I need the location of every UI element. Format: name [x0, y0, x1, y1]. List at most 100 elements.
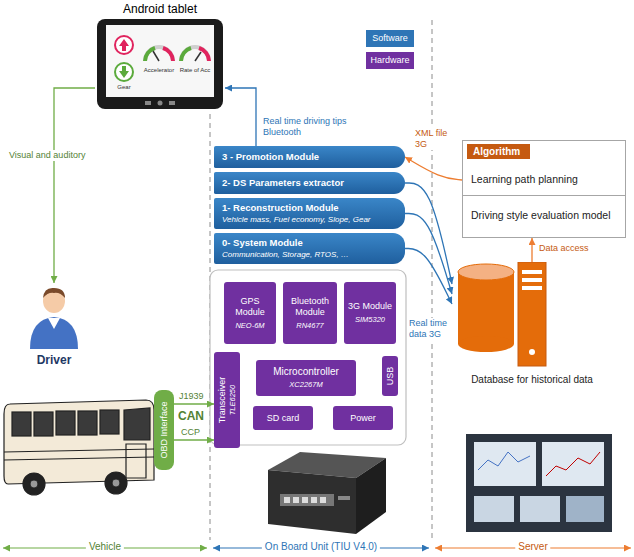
node-subtitle: NEO-6M — [235, 321, 264, 331]
node-title: Driving style evaluation model — [471, 209, 610, 222]
node-subtitle: RN4677 — [296, 321, 324, 331]
server-room-photo — [542, 442, 604, 486]
connector-label: Real time data 3G — [408, 318, 456, 340]
driver-icon — [18, 283, 90, 351]
bus-illustration — [4, 457, 154, 460]
tablet-illustration — [169, 101, 175, 105]
node-title: 0- System Module — [222, 237, 389, 249]
legend-swatch: Software — [366, 30, 414, 47]
database-and-server-icon — [458, 336, 514, 352]
connector-label: Real time driving tips Bluetooth — [262, 116, 376, 138]
node-subtitle: Vehicle mass, Fuel economy, Slope, Gear — [222, 214, 389, 225]
legend-text: Hardware — [366, 52, 414, 69]
hardware-module: 3G ModuleSIM5320 — [344, 282, 396, 344]
software-module: 3 - Promotion Module — [214, 146, 405, 168]
hardware-module: Power — [333, 406, 393, 430]
text-label: Gear — [117, 83, 130, 91]
device-photo — [356, 458, 386, 534]
server-room-photo — [474, 442, 536, 486]
tablet-illustration — [145, 48, 155, 61]
node-title: 3 - Promotion Module — [222, 151, 389, 163]
hardware-module: GPS ModuleNEO-6M — [224, 282, 276, 344]
connector-group — [54, 88, 532, 440]
connector-arrow — [174, 403, 214, 404]
database-and-server-icon — [522, 270, 542, 274]
node-title: 2- DS Parameters extractor — [222, 177, 389, 189]
text-label: Rate of Acc — [180, 66, 211, 74]
tablet-illustration — [115, 36, 133, 54]
node-title: SD card — [267, 413, 300, 424]
bus-illustration — [34, 412, 53, 436]
node-subtitle: TLE6250 — [228, 377, 238, 424]
database-and-server-icon — [522, 286, 542, 290]
server-room-photo — [546, 452, 600, 476]
tablet-illustration — [181, 48, 191, 61]
algorithm-item: Driving style evaluation model — [463, 195, 625, 235]
text-label: On Board Unit (TIU V4.0) — [262, 541, 380, 553]
legend-text: Software — [366, 30, 414, 47]
hardware-module: TransceiverTLE6250 — [214, 352, 240, 448]
bus-illustration — [112, 479, 120, 487]
bus-illustration — [100, 410, 119, 434]
node-title: 1- Reconstruction Module — [222, 202, 389, 214]
database-and-server-icon — [458, 264, 514, 280]
connector-label: J1939 — [178, 391, 205, 402]
tablet-illustration — [181, 47, 209, 61]
node-title: Microcontroller — [273, 366, 339, 378]
device-photo — [311, 497, 317, 503]
divider-line — [210, 20, 432, 540]
connector-arrow — [405, 249, 452, 305]
text-label: Vehicle — [86, 541, 124, 553]
tablet-illustration — [97, 19, 223, 109]
hardware-module: Bluetooth ModuleRN4677 — [283, 282, 337, 344]
software-module: 0- System ModuleCommunication, Storage, … — [214, 233, 405, 264]
bus-illustration — [126, 444, 146, 478]
database-and-server-icon — [529, 349, 535, 355]
tablet-illustration — [199, 48, 209, 61]
device-photo — [280, 494, 334, 506]
device-photo — [268, 452, 386, 534]
node-subtitle: SIM5320 — [355, 315, 385, 325]
tablet-illustration — [97, 19, 223, 109]
connector-arrow — [174, 439, 214, 440]
tablet: Android tablet — [95, 2, 225, 110]
bus-illustration — [30, 480, 38, 488]
node-title: Power — [350, 413, 376, 424]
node-title: Learning path planning — [471, 173, 578, 186]
tablet-illustration — [153, 51, 159, 61]
database-and-server-icon — [452, 262, 612, 372]
hardware-module: MicrocontrollerXC2267M — [256, 360, 356, 396]
connector-label: XML file 3G — [414, 128, 456, 150]
bus-illustration — [56, 411, 75, 435]
driver-icon — [48, 318, 60, 329]
server-room-photo — [466, 434, 612, 532]
hardware-module: SD card — [253, 406, 313, 430]
bus-illustration — [4, 400, 154, 484]
server-room-photo — [474, 496, 514, 522]
tablet-illustration — [145, 101, 151, 105]
tablet-illustration — [163, 48, 173, 61]
device-photo — [284, 497, 290, 503]
connector-label: Visual and auditory — [8, 150, 86, 161]
connector-arrow — [531, 238, 532, 262]
node-title: USB — [385, 367, 396, 386]
bus-illustration — [4, 449, 154, 452]
tablet-illustration — [145, 47, 173, 61]
tablet-illustration — [158, 101, 163, 106]
tablet-illustration — [119, 39, 129, 51]
node-title: Driver — [18, 353, 90, 367]
bus-illustration — [12, 412, 31, 436]
device-photo — [293, 497, 299, 503]
node-title: OBD Interface — [159, 401, 170, 458]
hardware-module: USB — [382, 356, 398, 396]
connector-label: CCP — [180, 427, 201, 438]
tablet-illustration — [115, 63, 133, 81]
database-and-server-icon — [522, 278, 542, 282]
legend-swatch: Hardware — [366, 52, 414, 69]
bus-illustration — [23, 473, 45, 495]
driver-icon — [43, 288, 65, 298]
node-subtitle: XC2267M — [289, 380, 322, 390]
rotated-text-group: USB — [385, 367, 396, 386]
text-label: Accelerator — [144, 66, 174, 74]
bus-illustration — [124, 408, 150, 440]
